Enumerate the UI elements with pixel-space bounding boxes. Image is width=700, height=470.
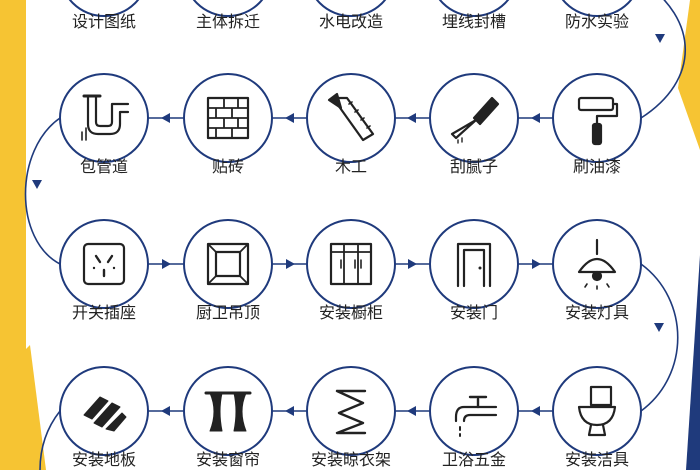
step-circle [315, 0, 387, 17]
flow-arrow-icon [407, 406, 416, 416]
drying-rack-icon [335, 389, 367, 435]
right-yellow-stripe [678, 0, 700, 150]
step-label: 主体拆迁 [195, 12, 260, 31]
step-label: 安装橱柜 [318, 303, 383, 322]
paint-roller-icon [577, 96, 619, 146]
step-label: 安装地板 [71, 450, 136, 469]
step-label: 水电改造 [318, 12, 383, 31]
step-label: 贴砖 [211, 157, 244, 176]
flow-arrow-icon [285, 113, 294, 123]
flow-arrow-icon [407, 113, 416, 123]
uturn-connector [39, 410, 61, 470]
flow-arrow-icon [32, 180, 42, 189]
step-label: 木工 [334, 157, 367, 176]
flow-arrow-icon [286, 259, 295, 269]
flow-arrow-icon [654, 323, 664, 332]
right-blue-stripe [686, 255, 700, 470]
flow-arrow-icon [408, 259, 417, 269]
floor-boards-icon [83, 396, 127, 432]
step-circle [561, 0, 633, 17]
uturn-connector [640, 263, 679, 412]
pendant-lamp-icon [577, 238, 617, 290]
step-label: 厨卫吊顶 [195, 303, 260, 322]
step-label: 卫浴五金 [441, 450, 506, 469]
step-circle [183, 219, 273, 309]
flow-arrow-icon [161, 406, 170, 416]
step-label: 包管道 [79, 157, 128, 176]
step-circle [59, 366, 149, 456]
step-circle [68, 0, 140, 17]
step-label: 刮腻子 [449, 157, 498, 176]
step-circle [59, 219, 149, 309]
step-label: 刷油漆 [572, 157, 621, 176]
ceiling-icon [206, 242, 250, 286]
saw-icon [327, 92, 375, 142]
step-circle [183, 366, 273, 456]
step-circle [552, 366, 642, 456]
toilet-icon [577, 385, 617, 437]
step-circle [552, 219, 642, 309]
flow-arrow-icon [161, 113, 170, 123]
step-circle [306, 366, 396, 456]
left-yellow-stripe [0, 0, 26, 470]
step-label: 安装窗帘 [195, 450, 260, 469]
step-label: 安装洁具 [564, 450, 629, 469]
flow-arrow-icon [285, 406, 294, 416]
step-label: 埋线封槽 [441, 12, 506, 31]
flow-arrow-icon [532, 259, 541, 269]
step-label: 安装晾衣架 [310, 450, 391, 469]
flow-arrow-icon [531, 113, 540, 123]
flow-arrow-icon [162, 259, 171, 269]
step-label: 安装灯具 [564, 303, 629, 322]
faucet-icon [454, 395, 498, 437]
door-icon [456, 242, 492, 288]
putty-knife-icon [450, 96, 500, 144]
brick-wall-icon [206, 96, 250, 140]
step-circle [438, 0, 510, 17]
step-circle [306, 219, 396, 309]
uturn-connector [640, 0, 686, 119]
step-circle [429, 219, 519, 309]
step-circle [59, 73, 149, 163]
step-label: 防水实验 [564, 12, 629, 31]
wall-socket-icon [82, 242, 126, 286]
pipe-icon [81, 94, 130, 141]
uturn-connector [24, 117, 61, 265]
flow-arrow-icon [655, 34, 665, 43]
step-label: 设计图纸 [71, 12, 136, 31]
step-label: 安装门 [449, 303, 498, 322]
step-circle [429, 366, 519, 456]
bottom-left-yellow-stripe [0, 345, 46, 470]
flow-arrow-icon [531, 406, 540, 416]
cabinet-icon [329, 242, 373, 286]
step-circle [192, 0, 264, 17]
step-circle [306, 73, 396, 163]
curtain-icon [204, 391, 252, 432]
step-label: 开关插座 [71, 303, 136, 322]
